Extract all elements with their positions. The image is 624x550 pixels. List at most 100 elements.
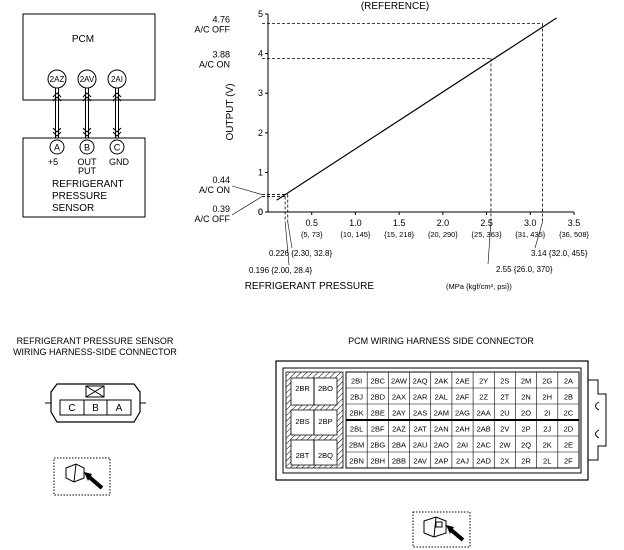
reference-state-label: A/C ON xyxy=(199,185,230,195)
pcm-pin-label: 2BE xyxy=(371,409,385,418)
sensor-connector-body xyxy=(50,383,141,423)
wiring-diagram: PCM 2AZ 2AV 2AI A xyxy=(22,13,156,218)
reference-value-label: 3.88 xyxy=(212,49,230,59)
pcm-pin-label: 2AX xyxy=(392,393,406,402)
reference-state-label: A/C ON xyxy=(199,59,230,69)
pcm-pin-label: 2G xyxy=(542,377,552,386)
pcm-pin-label: 2AJ xyxy=(456,457,469,466)
y-tick-label: 2 xyxy=(258,128,263,138)
pcm-pin-2az: 2AZ xyxy=(47,69,67,89)
pcm-connector-hatched-block xyxy=(285,371,344,469)
pcm-pin-label: 2AF xyxy=(456,393,470,402)
sensor-connector-pin-b: B xyxy=(92,403,99,414)
pcm-pin-label: 2AM xyxy=(434,409,449,418)
pcm-pin-label: 2E xyxy=(564,441,573,450)
pcm-pin-label: 2O xyxy=(521,409,531,418)
y-axis-label: OUTPUT (V) xyxy=(225,83,236,140)
pcm-pin-label: 2Q xyxy=(521,441,531,450)
pcm-probe-icon xyxy=(412,511,471,548)
pcm-pin-label: 2AT xyxy=(414,425,428,434)
pcm-connector-side-lock xyxy=(588,379,607,461)
y-tick-label: 5 xyxy=(258,9,263,19)
probe-icon xyxy=(53,457,111,496)
reference-leader xyxy=(231,196,263,216)
sensor-connector-pin-a: A xyxy=(116,403,123,414)
svg-text:C: C xyxy=(114,143,121,153)
sensor-box xyxy=(22,137,146,218)
pcm-pin-label: 2X xyxy=(500,457,509,466)
x-tick-label: 0.5 xyxy=(305,218,318,228)
pressure-leader xyxy=(487,221,492,265)
x-tick-sublabel: {31, 435} xyxy=(515,230,546,239)
pcm-pin-label: 2AP xyxy=(434,457,448,466)
connector-latch-cross-2 xyxy=(85,385,105,398)
pcm-pin-label: 2AD xyxy=(476,457,491,466)
harness-wires xyxy=(55,88,119,138)
x-tick-label: 1.5 xyxy=(393,218,406,228)
y-tick-label: 0 xyxy=(258,207,263,217)
sensor-connector-title-line-1: REFRIGERANT PRESSURE SENSOR xyxy=(17,336,174,346)
pcm-pin-label: 2A xyxy=(564,377,573,386)
pressure-leader xyxy=(534,221,543,249)
reference-leader xyxy=(231,185,263,195)
pcm-pin-label: 2AC xyxy=(476,441,491,450)
pcm-connector-view: PCM WIRING HARNESS SIDE CONNECTOR 2BR 2B… xyxy=(275,336,607,481)
pcm-pin-label: 2BB xyxy=(392,457,406,466)
pcm-pin-label: 2C xyxy=(564,409,574,418)
pcm-pin-label: 2BH xyxy=(370,457,385,466)
sensor-connector-title-line-2: WIRING HARNESS-SIDE CONNECTOR xyxy=(13,347,177,357)
reference-pressure-label: 0.196 {2.00, 28.4} xyxy=(249,266,313,275)
y-tick-label: 1 xyxy=(258,167,263,177)
pcm-pin-label: 2W xyxy=(499,441,511,450)
pcm-pin-label: 2D xyxy=(564,425,574,434)
x-tick-label: 3.0 xyxy=(524,218,537,228)
pcm-pin-label: 2AG xyxy=(455,409,470,418)
pressure-leader xyxy=(284,221,290,266)
pcm-pin-label: 2AA xyxy=(477,409,491,418)
sensor-name-line-1: REFRIGERANT xyxy=(52,179,124,190)
pin-function-out-extra: PUT xyxy=(78,166,97,176)
pcm-pin-label: 2AS xyxy=(413,409,427,418)
reference-value-label: 0.44 xyxy=(212,175,230,185)
pcm-pin-label: 2BN xyxy=(349,457,364,466)
sensor-name-line-3: SENSOR xyxy=(52,203,94,214)
pcm-pin-label: 2BL xyxy=(350,425,363,434)
pcm-pin-label: 2BG xyxy=(370,441,385,450)
reference-state-label: A/C OFF xyxy=(195,214,231,224)
pcm-pin-label: 2S xyxy=(500,377,509,386)
pcm-connector-outer xyxy=(275,360,589,481)
reference-pressure-label: 3.14 {32.0, 455} xyxy=(531,249,588,258)
reference-value-label: 4.76 xyxy=(212,15,230,25)
pcm-connector-title: PCM WIRING HARNESS SIDE CONNECTOR xyxy=(348,336,534,346)
pcm-pin-label: 2BA xyxy=(392,441,406,450)
pcm-pin-label: 2B xyxy=(564,393,573,402)
sensor-connector-pin-c: C xyxy=(68,403,75,414)
pcm-pin-label: 2Y xyxy=(479,377,488,386)
pin-function-out: OUT xyxy=(78,157,98,167)
x-tick-sublabel: {15, 218} xyxy=(384,230,415,239)
svg-text:2AZ: 2AZ xyxy=(50,75,65,84)
x-axis-units: (MPa {kgf/cm², psi}) xyxy=(446,282,512,291)
svg-text:A: A xyxy=(54,143,60,153)
pcm-pin-label: 2AQ xyxy=(413,377,428,386)
pcm-pin-label: 2P xyxy=(521,425,530,434)
reference-pressure-label: 0.226 {2.30, 32.8} xyxy=(269,249,333,258)
x-axis-label: REFRIGERANT PRESSURE xyxy=(245,281,375,292)
pcm-pin-label: 2AR xyxy=(413,393,428,402)
pcm-pin-label: 2T xyxy=(500,393,509,402)
chart-title: (REFERENCE) xyxy=(361,1,429,12)
pcm-label: PCM xyxy=(72,34,94,45)
pcm-pin-2br: 2BR xyxy=(295,384,310,393)
reference-value-label: 0.39 xyxy=(212,204,230,214)
connector-pin-frame xyxy=(59,399,132,416)
pcm-pin-label: 2AH xyxy=(455,425,470,434)
pcm-pin-label: 2F xyxy=(564,457,573,466)
pcm-pin-label: 2AO xyxy=(434,441,449,450)
pcm-pin-label: 2AN xyxy=(434,425,449,434)
pcm-pin-2bo: 2BO xyxy=(318,384,333,393)
pcm-pin-label: 2AY xyxy=(392,409,406,418)
pcm-pin-label: 2BF xyxy=(371,425,385,434)
pcm-pin-label: 2AW xyxy=(391,377,408,386)
reference-pressure-label: 2.55 {26.0, 370} xyxy=(496,265,553,274)
pcm-pin-label: 2BM xyxy=(349,441,364,450)
